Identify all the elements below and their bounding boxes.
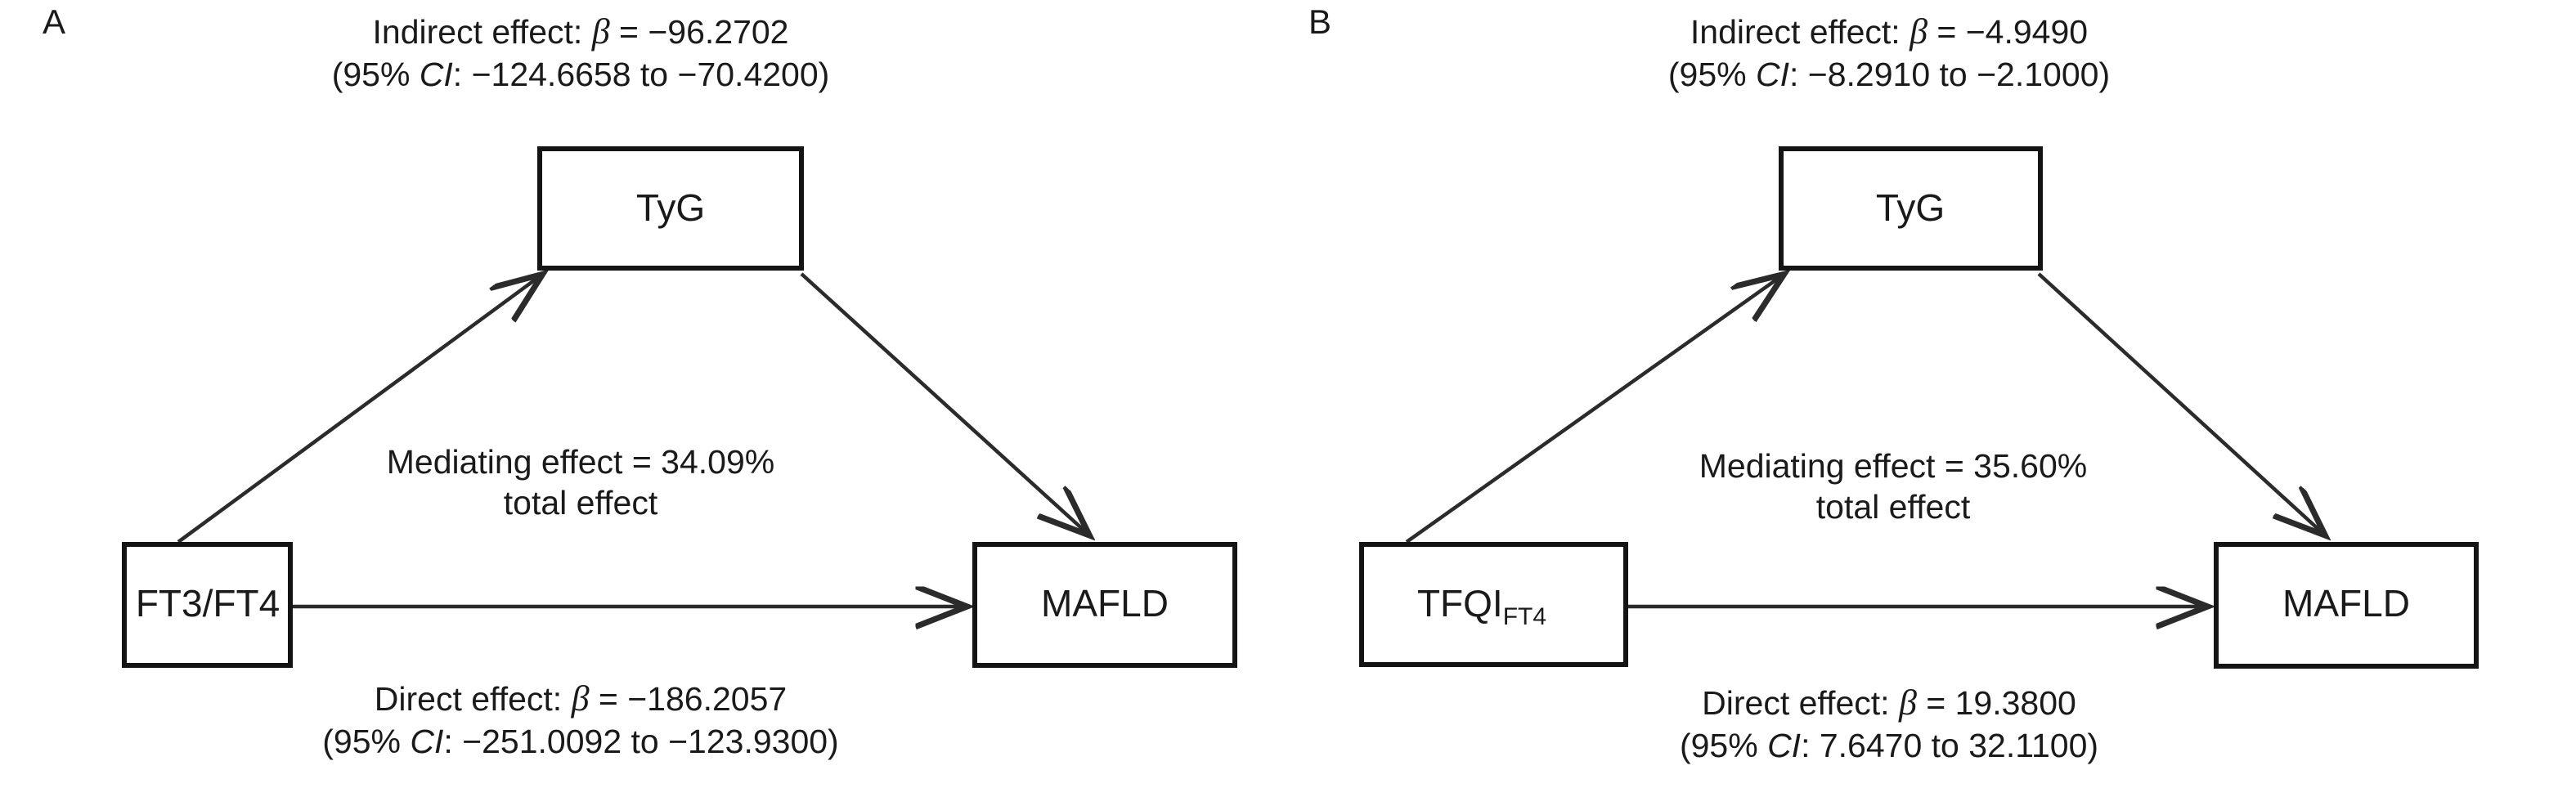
indirect-prefix: Indirect effect:: [1690, 13, 1910, 51]
predictor-base: TFQI: [1417, 582, 1503, 625]
panel-a-node-predictor-box: [122, 542, 293, 668]
panel-b-direct-line2: (95% CI: 7.6470 to 32.1100): [1398, 725, 2380, 766]
beta-symbol: β: [1910, 11, 1928, 51]
ci-label: CI: [419, 55, 453, 93]
ci-value: : −124.6658 to −70.4200): [452, 55, 830, 93]
beta-symbol: β: [571, 678, 590, 719]
panel-a-direct-effect-caption: Direct effect: β = −186.2057 (95% CI: −2…: [90, 677, 1071, 762]
ci-label: CI: [1756, 55, 1789, 93]
panel-a-label: A: [43, 2, 66, 41]
panel-a-direct-line1: Direct effect: β = −186.2057: [90, 677, 1071, 721]
beta-symbol: β: [1898, 683, 1917, 723]
panel-b-node-predictor-label: TFQIFT4: [1417, 582, 1546, 630]
panel-a-node-mediator-label: TyG: [636, 186, 705, 229]
panel-b-indirect-line2: (95% CI: −8.2910 to −2.1000): [1398, 54, 2380, 95]
panel-b-mediating-line2: total effect: [1815, 488, 1971, 526]
panel-a-node-predictor-label: FT3/FT4: [136, 582, 280, 625]
indirect-value: = −4.9490: [1928, 13, 2089, 51]
panel-b-direct-line1: Direct effect: β = 19.3800: [1398, 681, 2380, 725]
panel-b-node-outcome-label: MAFLD: [2282, 582, 2410, 625]
panel-a-indirect-line2: (95% CI: −124.6658 to −70.4200): [90, 54, 1071, 95]
panel-a-mediating-effect-caption: Mediating effect = 34.09% total effect: [262, 441, 900, 523]
panel-b-indirect-line1: Indirect effect: β = −4.9490: [1398, 10, 2380, 54]
panel-b-node-predictor-box: [1359, 542, 1628, 667]
panel-a-node-outcome-box: [972, 542, 1237, 668]
direct-prefix: Direct effect:: [1702, 684, 1899, 722]
panel-a-mediating-line1: Mediating effect = 34.09%: [386, 443, 775, 481]
panel-a-mediating-line2: total effect: [503, 484, 658, 522]
ci-prefix: (95%: [322, 722, 411, 760]
direct-value: = −186.2057: [589, 680, 788, 718]
ci-label: CI: [1767, 726, 1802, 764]
ci-prefix: (95%: [1679, 726, 1768, 764]
panel-a-indirect-line1: Indirect effect: β = −96.2702: [90, 10, 1071, 54]
panel-a-edge-predictor-to-mediator: [177, 276, 540, 544]
panel-a-node-outcome-label: MAFLD: [1041, 582, 1169, 625]
ci-value: : −251.0092 to −123.9300): [443, 722, 839, 760]
panel-a-edge-mediator-to-outcome: [800, 272, 1087, 533]
panel-b-mediating-line1: Mediating effect = 35.60%: [1699, 447, 2088, 485]
panel-b-indirect-effect-caption: Indirect effect: β = −4.9490 (95% CI: −8…: [1398, 10, 2380, 95]
indirect-prefix: Indirect effect:: [372, 13, 592, 51]
panel-b-mediating-effect-caption: Mediating effect = 35.60% total effect: [1574, 445, 2212, 527]
ci-label: CI: [410, 722, 444, 760]
panel-b-edge-predictor-to-mediator: [1405, 276, 1781, 544]
panel-a: A Indirect effect: β = −96.2702 (95% CI:…: [43, 2, 1237, 762]
panel-b-node-mediator-label: TyG: [1876, 186, 1945, 229]
panel-b-node-mediator-box: [1779, 146, 2043, 271]
panel-b: B Indirect effect: β = −4.9490 (95% CI: …: [1288, 0, 2576, 788]
panel-a-direct-line2: (95% CI: −251.0092 to −123.9300): [90, 721, 1071, 762]
ci-value: : 7.6470 to 32.1100): [1801, 726, 2099, 764]
direct-value: = 19.3800: [1916, 684, 2076, 722]
panel-b-edge-mediator-to-outcome: [2037, 272, 2322, 533]
panel-a-node-mediator-box: [537, 146, 804, 271]
panel-a-indirect-effect-caption: Indirect effect: β = −96.2702 (95% CI: −…: [90, 10, 1071, 95]
ci-value: : −8.2910 to −2.1000): [1789, 55, 2111, 93]
ci-prefix: (95%: [1667, 55, 1756, 93]
indirect-value: = −96.2702: [609, 13, 789, 51]
panel-b-path-diagram: TyG TFQIFT4 MAFLD: [1359, 146, 2479, 669]
panel-b-direct-effect-caption: Direct effect: β = 19.3800 (95% CI: 7.64…: [1398, 681, 2380, 766]
panel-b-label: B: [1308, 2, 1332, 41]
ci-prefix: (95%: [331, 55, 420, 93]
beta-symbol: β: [591, 11, 610, 51]
predictor-subscript: FT4: [1503, 603, 1546, 630]
panel-b-node-outcome-box: [2214, 542, 2479, 669]
direct-prefix: Direct effect:: [374, 680, 572, 718]
panel-a-path-diagram: TyG FT3/FT4 MAFLD: [122, 146, 1237, 668]
